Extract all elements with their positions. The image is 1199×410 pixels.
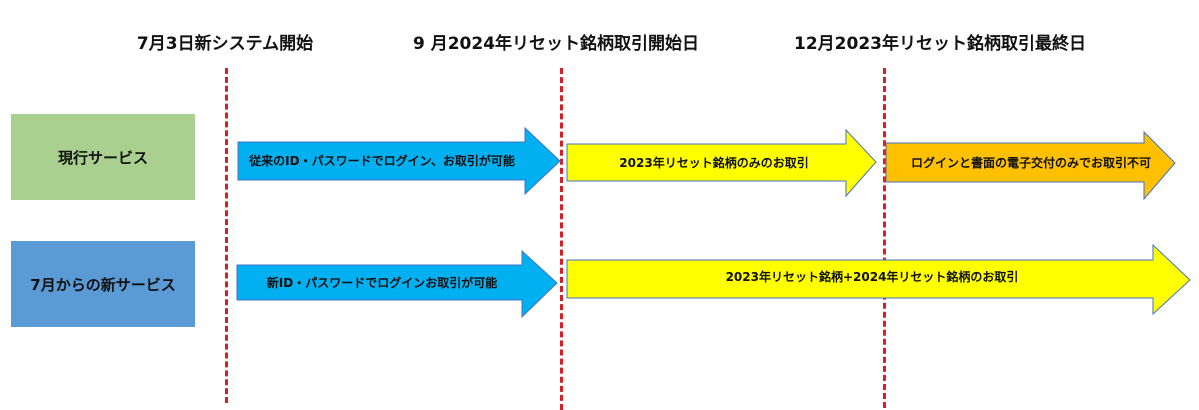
service-box-new: 7月からの新サービス <box>11 241 195 327</box>
arrow-label-new-1: 新ID・パスワードでログインお取引が可能 <box>266 276 498 290</box>
arrow-new-1 <box>236 249 558 319</box>
milestone-2023-reset-trading-end: 12月2023年リセット銘柄取引最終日 <box>794 34 1086 54</box>
arrow-current-3 <box>885 130 1176 201</box>
arrow-label-new-2: 2023年リセット銘柄+2024年リセット銘柄のお取引 <box>725 270 1019 284</box>
service-label-current: 現行サービス <box>57 148 148 167</box>
milestone-new-system-start: 7月3日新システム開始 <box>136 34 314 54</box>
arrow-current-2 <box>566 128 877 198</box>
arrow-label-current-1: 従来のID・パスワードでログイン、お取引が可能 <box>249 154 515 168</box>
service-box-current: 現行サービス <box>11 114 195 200</box>
timeline-divider-2 <box>560 68 563 410</box>
arrow-current-1 <box>237 126 561 196</box>
arrow-new-2 <box>566 243 1191 316</box>
arrow-label-current-2: 2023年リセット銘柄のみのお取引 <box>619 156 809 170</box>
timeline-divider-3 <box>883 68 886 408</box>
service-label-new: 7月からの新サービス <box>30 275 176 294</box>
arrow-label-current-3: ログインと書面の電子交付のみでお取引不可 <box>910 156 1152 170</box>
timeline-divider-1 <box>225 68 228 403</box>
milestone-2024-reset-trading-start: 9 月2024年リセット銘柄取引開始日 <box>412 34 700 54</box>
